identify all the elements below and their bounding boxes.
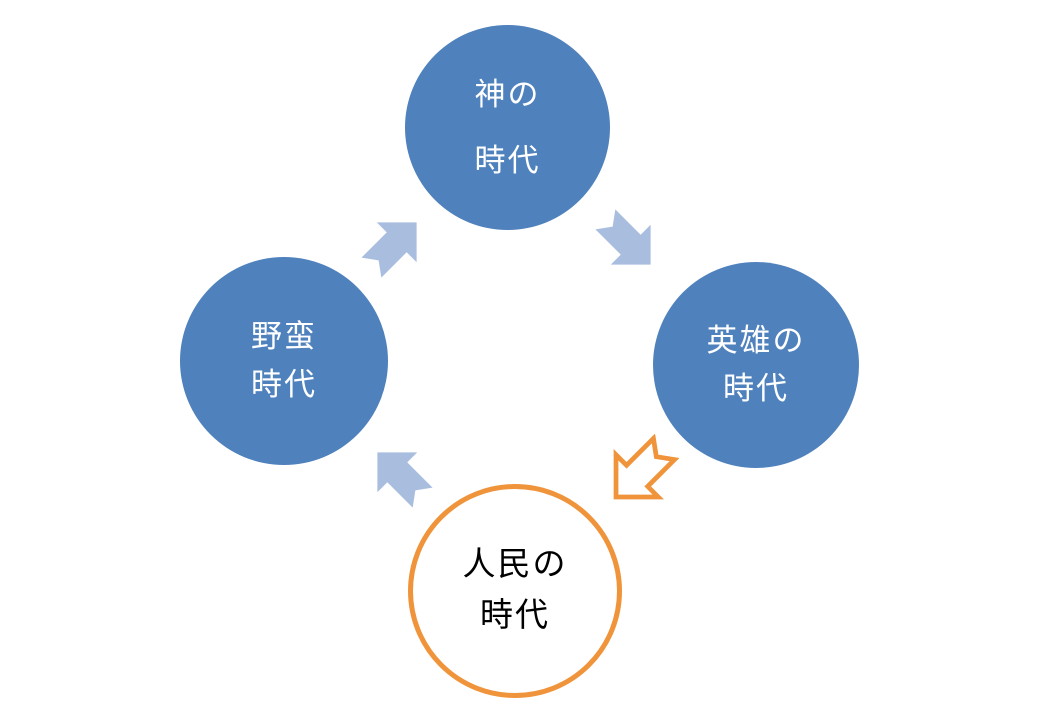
node-age-of-heroes-line1: 英雄の: [706, 322, 806, 358]
node-age-of-gods-line1: 神の: [474, 77, 541, 113]
node-age-of-gods: 神の 時代: [405, 25, 610, 230]
node-barbarian-age: 野蛮 時代: [180, 257, 388, 465]
node-barbarian-age-line1: 野蛮: [251, 318, 317, 354]
node-age-of-heroes: 英雄の 時代: [653, 262, 859, 468]
node-age-of-people-line1: 人民の: [462, 546, 568, 583]
node-age-of-people: 人民の 時代: [408, 484, 622, 698]
arrow-shape: [595, 209, 651, 265]
node-age-of-gods-line2: 時代: [474, 142, 541, 178]
node-age-of-heroes-line2: 時代: [723, 371, 789, 406]
arrow-shape: [361, 222, 417, 278]
arrow-shape: [613, 433, 680, 500]
arrow-barbarian-to-gods-icon: [349, 200, 440, 291]
node-age-of-people-line2: 時代: [480, 598, 550, 634]
arrow-heroes-to-people-icon: [586, 419, 693, 526]
node-barbarian-age-line2: 時代: [251, 367, 317, 402]
arrow-shape: [377, 452, 433, 508]
arrow-people-to-barbarian-icon: [355, 430, 446, 521]
arrow-gods-to-heroes-icon: [583, 197, 674, 288]
